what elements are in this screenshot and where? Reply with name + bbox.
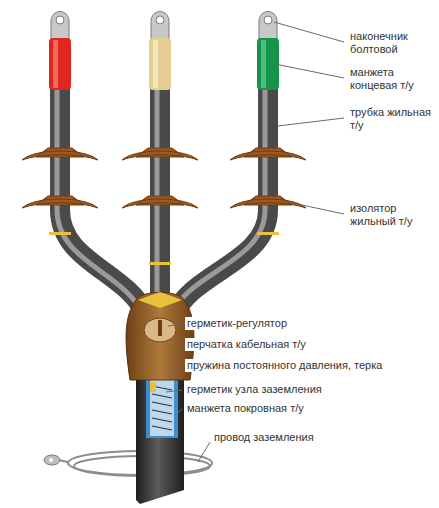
part-label: перчатка кабельная т/у bbox=[185, 338, 308, 351]
cutaway bbox=[146, 378, 178, 438]
leader-lines bbox=[166, 22, 344, 462]
part-label: провод заземления bbox=[212, 431, 316, 444]
part-label: герметик узла заземления bbox=[185, 383, 324, 396]
bolt-lugs bbox=[51, 12, 277, 41]
part-label: изолятор жильный т/у bbox=[348, 202, 436, 228]
part-label: пружина постоянного давления, терка bbox=[185, 359, 384, 372]
cover-sleeve bbox=[136, 378, 184, 504]
ground-lug bbox=[44, 455, 60, 465]
glove-seal bbox=[138, 292, 182, 308]
sealant-regulator bbox=[144, 318, 176, 342]
part-label: манжета покровная т/у bbox=[185, 402, 306, 415]
part-label: манжета концевая т/у bbox=[348, 66, 436, 92]
end-cuffs bbox=[49, 38, 279, 90]
cable-glove bbox=[126, 293, 194, 381]
part-label: наконечник болтовой bbox=[348, 30, 436, 56]
sealant-mark bbox=[158, 320, 162, 336]
cable-cores bbox=[57, 85, 268, 315]
part-label: герметик-регулятор bbox=[185, 317, 289, 330]
core-bands bbox=[49, 232, 279, 265]
ground-wire bbox=[58, 451, 212, 476]
part-label: трубка жильная т/у bbox=[348, 106, 436, 132]
core-insulators bbox=[22, 148, 306, 208]
